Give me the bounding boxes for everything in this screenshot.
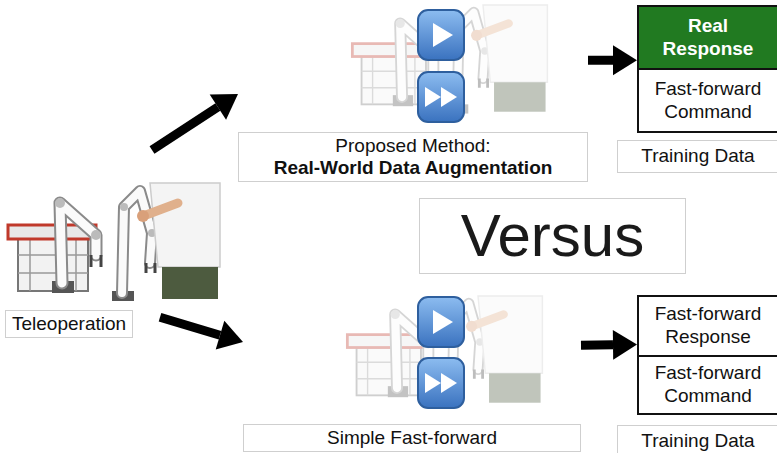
versus-label: Versus (461, 203, 644, 269)
method-name: Real-World Data Augmentation (245, 157, 581, 179)
method-panel: Proposed Method:Real-World Data Augmenta… (238, 5, 588, 183)
flow-arrow (152, 94, 238, 150)
arrow-head (613, 45, 637, 75)
response-box: Fast-forward Response (637, 295, 777, 357)
arrow-head (613, 330, 637, 360)
arrow-shaft (160, 317, 220, 335)
command-box: Fast-forward Command (637, 68, 777, 133)
label-box: Simple Fast-forward (243, 424, 581, 452)
method-label: Proposed Method: (245, 135, 581, 157)
teleoperation-panel: Teleoperation (0, 150, 160, 340)
response-label: Real Response (655, 15, 761, 61)
label-box: Proposed Method:Real-World Data Augmenta… (238, 132, 588, 182)
label-box: Teleoperation (5, 310, 133, 338)
training-data-label: Training Data (641, 430, 754, 453)
flow-arrow (160, 317, 243, 349)
fast-forward-icon (418, 358, 464, 408)
baseline-label: Simple Fast-forward (250, 427, 574, 449)
versus-box: Versus (419, 198, 686, 274)
play-icon (418, 297, 464, 347)
play-icon (418, 10, 464, 60)
training-data-label: Training Data (641, 145, 754, 168)
training-data-box: Training Data (617, 425, 777, 453)
response-label: Fast-forward Response (643, 303, 773, 349)
flow-arrow (588, 45, 637, 75)
training-data-box: Training Data (617, 140, 777, 173)
command-label: Fast-forward Command (643, 362, 773, 408)
teleoperation-photo (8, 183, 220, 301)
fast-forward-icon (418, 72, 464, 122)
command-label: Fast-forward Command (643, 78, 773, 124)
response-box: Real Response (637, 5, 777, 70)
flow-arrow (581, 330, 637, 360)
arrow-head (216, 321, 243, 350)
baseline-panel: Simple Fast-forward (243, 295, 581, 452)
arrow-shaft (152, 107, 218, 150)
command-box: Fast-forward Command (637, 355, 777, 415)
arrow-shaft (581, 340, 613, 349)
arrow-head (210, 94, 238, 120)
source-label: Teleoperation (12, 313, 126, 335)
arrow-shaft (588, 56, 613, 65)
